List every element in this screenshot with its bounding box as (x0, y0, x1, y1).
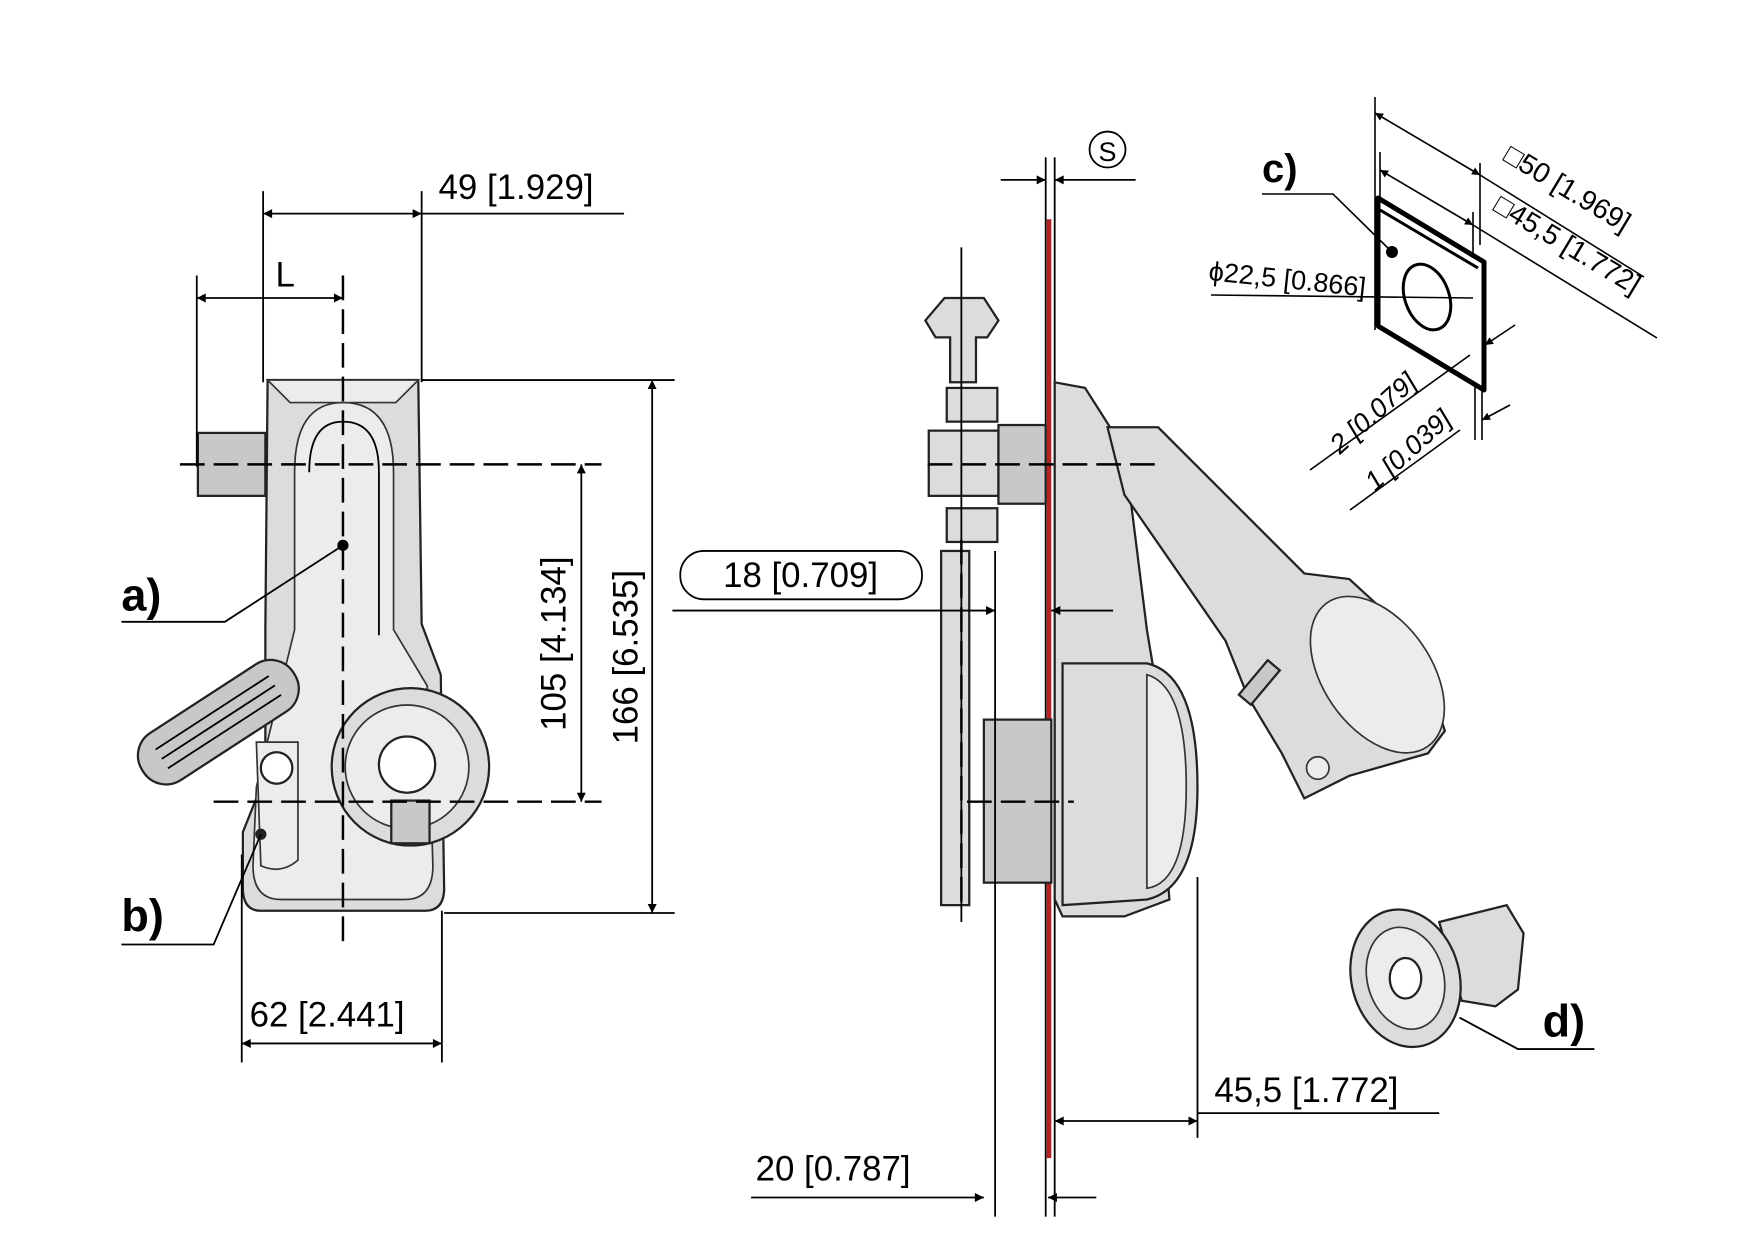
cutout-hole (1401, 262, 1453, 332)
cylinder-insert-detail: d) (1349, 903, 1595, 1050)
surface-symbol (1088, 130, 1127, 169)
dim-width-bottom: 62 [2.441] (250, 996, 405, 1035)
key-cylinder (330, 687, 491, 847)
profile-cylinder (255, 741, 299, 871)
callout-c: c) (1262, 147, 1298, 191)
dim-depth-left: 20 [0.787] (756, 1150, 911, 1189)
dim-width-top: 49 [1.929] (439, 168, 594, 207)
handle-lever (136, 658, 300, 786)
callout-b: b) (121, 890, 163, 941)
dim-depth-front: 18 [0.709] (723, 556, 878, 595)
side-view: S 18 [0.709] 45,5 [1.772] 20 [0.787] (672, 130, 1447, 1217)
front-view: 49 [1.929] L 105 [4.134] 166 [6.535] 62 … (121, 168, 675, 1063)
dim-depth-back: 45,5 [1.772] (1214, 1071, 1398, 1110)
dim-handle-spacing: 105 [4.134] (535, 556, 574, 730)
callout-a: a) (121, 570, 161, 621)
callout-d: d) (1543, 996, 1585, 1047)
latch-plate (939, 549, 971, 907)
cutout-gasket (1375, 195, 1487, 393)
dim-l: L (275, 256, 294, 295)
dim-height: 166 [6.535] (607, 570, 646, 744)
surface-symbol-text: S (1099, 137, 1117, 167)
panel-cutout-detail: □50 [1.969] □45,5 [1.772] ϕ22,5 [0.866] … (1207, 97, 1658, 511)
